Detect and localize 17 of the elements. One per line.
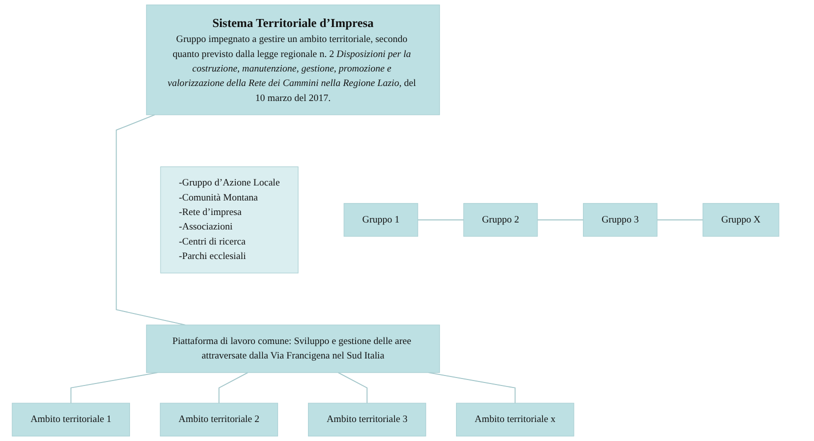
node-box: Gruppo 2 (463, 203, 538, 237)
connector (338, 372, 368, 404)
connector (218, 372, 248, 404)
node-box: Gruppo 3 (582, 203, 658, 237)
connector (116, 114, 186, 326)
node-box: Sistema Territoriale d’Impresa Gruppo impegnato a gestire un ambito territoriale, secondo quanto previsto dalla legge regionale n. 2 Disposizioni per la costruzione, manutenzione, gestione, promozione e valorizzazione della Rete dei Cammini nella Regione Lazio, del 10 marzo del 2017. (146, 4, 440, 116)
node-box: Ambito territoriale 3 (308, 402, 426, 436)
connector (656, 219, 704, 220)
node-box: -Gruppo d’Azione Locale -Comunità Montana -Rete d’impresa -Associazioni -Centri di ricerca -Parchi ecclesiali (160, 166, 298, 274)
node-box: Gruppo 1 (344, 203, 418, 237)
connector (417, 219, 464, 220)
node-box: Gruppo X (702, 203, 780, 237)
node-box: Piattaforma di lavoro comune: Sviluppo e gestione delle aree attraversate dalla Via Francigena nel Sud Italia (146, 324, 440, 373)
node-box: Ambito territoriale 1 (12, 402, 130, 436)
connector (537, 219, 584, 220)
node-box: Ambito territoriale x (456, 402, 574, 436)
node-box: Ambito territoriale 2 (160, 402, 278, 436)
